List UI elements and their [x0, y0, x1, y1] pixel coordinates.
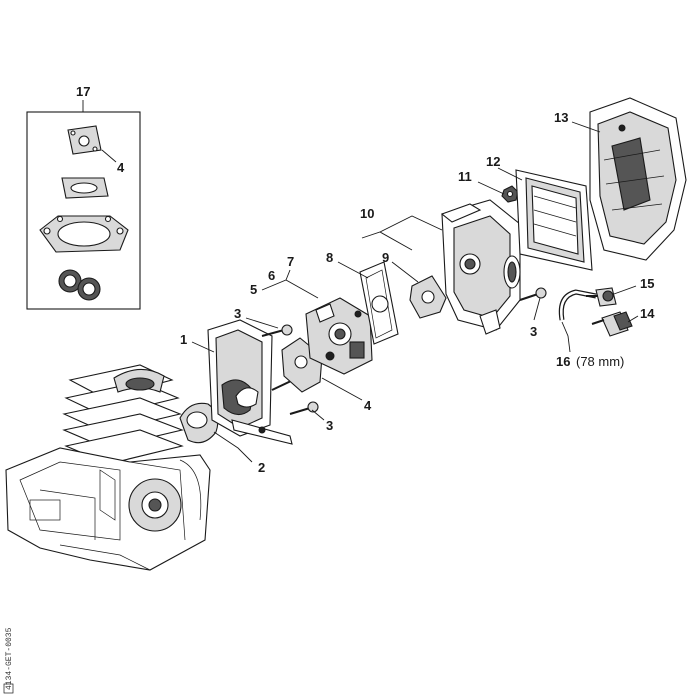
callout-14: 14	[640, 306, 655, 321]
nut	[501, 185, 519, 203]
intake-boot	[179, 402, 219, 444]
filter-base	[440, 199, 521, 335]
drawing-code: 4134-GET-0035	[3, 627, 14, 694]
kit-flange-gasket	[61, 177, 109, 199]
kit-small-gasket	[67, 125, 102, 155]
callout-11: 11	[458, 169, 472, 184]
engine-block	[5, 364, 211, 571]
callout-16-length: (78 mm)	[576, 354, 624, 369]
kit-cylinder-gasket	[39, 215, 129, 253]
callout-10: 10	[360, 206, 374, 221]
fuel-line	[558, 289, 597, 321]
callout-2: 2	[258, 460, 265, 475]
callout-3-lower: 3	[326, 418, 333, 433]
fitting-14	[591, 311, 633, 337]
kit-oil-seals	[58, 269, 101, 301]
callouts: 17 4 1 2 3 3 3 4 5 6 7 8 9 10 11 12 13 1…	[76, 84, 655, 475]
drawing-code-text: 4134-GET-0035	[5, 627, 14, 690]
carb-carrier	[207, 319, 293, 445]
fitting-15	[586, 287, 617, 307]
screw-lower	[289, 401, 319, 415]
callout-12: 12	[486, 154, 500, 169]
callout-7: 7	[287, 254, 294, 269]
callout-3-right: 3	[530, 324, 537, 339]
plate-gasket	[359, 261, 399, 345]
callout-4-carb: 4	[364, 398, 372, 413]
carburetor	[305, 297, 373, 375]
callout-15: 15	[640, 276, 654, 291]
small-gasket-9	[409, 275, 447, 319]
callout-3-upper: 3	[234, 306, 241, 321]
filter-cover	[589, 97, 687, 261]
gasket-kit-box	[26, 100, 141, 310]
callout-1: 1	[180, 332, 187, 347]
screw-upper	[261, 324, 293, 337]
callout-9: 9	[382, 250, 389, 265]
cylinder-fins	[62, 364, 184, 465]
callout-16: 16	[556, 354, 570, 369]
leader-lines	[191, 121, 639, 463]
callout-8: 8	[326, 250, 333, 265]
callout-17: 17	[76, 84, 90, 99]
callout-5: 5	[250, 282, 257, 297]
callout-4-kit: 4	[117, 160, 125, 175]
air-filter	[515, 169, 593, 271]
callout-6: 6	[268, 268, 275, 283]
callout-13: 13	[554, 110, 568, 125]
screw-right	[519, 287, 547, 301]
